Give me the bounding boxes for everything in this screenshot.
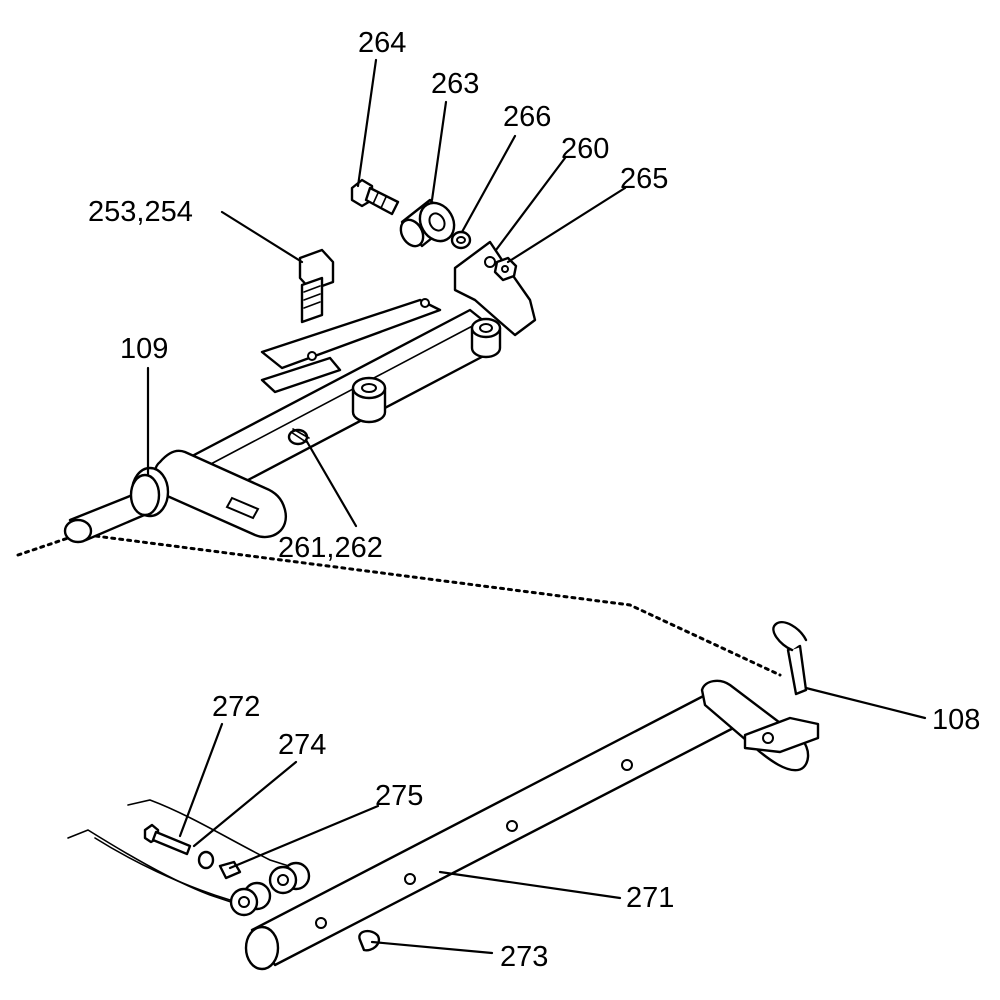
cable-upper xyxy=(127,799,296,869)
callout-274: 274 xyxy=(278,729,326,761)
lynch-pin-108 xyxy=(772,621,808,696)
roller-upper-left xyxy=(268,861,311,895)
grease-fitting-icon xyxy=(287,428,310,446)
callout-253-254: 253,254 xyxy=(88,196,193,228)
washer-274 xyxy=(197,850,215,870)
mounting-plate-upper xyxy=(260,298,442,370)
callout-108: 108 xyxy=(932,704,980,736)
callout-271: 271 xyxy=(626,882,674,914)
bolt-272 xyxy=(143,823,192,856)
callout-260: 260 xyxy=(561,133,609,165)
mounting-plate-lower xyxy=(260,356,342,394)
alignment-dotted-line xyxy=(16,532,782,677)
callout-264: 264 xyxy=(358,27,406,59)
roller-263 xyxy=(399,198,456,248)
hitch-lug xyxy=(743,716,820,754)
cable-lower xyxy=(67,829,241,906)
callout-275: 275 xyxy=(375,780,423,812)
callout-263: 263 xyxy=(431,68,479,100)
callout-265: 265 xyxy=(620,163,668,195)
washer-266 xyxy=(450,230,472,250)
callout-261-262: 261,262 xyxy=(278,532,383,564)
bolt-253-254 xyxy=(298,248,335,324)
callout-266: 266 xyxy=(503,101,551,133)
bolt-264 xyxy=(350,178,400,216)
callout-109: 109 xyxy=(120,333,168,365)
callout-273: 273 xyxy=(500,941,548,973)
clip-273 xyxy=(358,929,381,952)
roller-lower-left xyxy=(229,881,272,917)
callout-272: 272 xyxy=(212,691,260,723)
slot xyxy=(225,496,260,520)
nut-265 xyxy=(493,256,518,282)
